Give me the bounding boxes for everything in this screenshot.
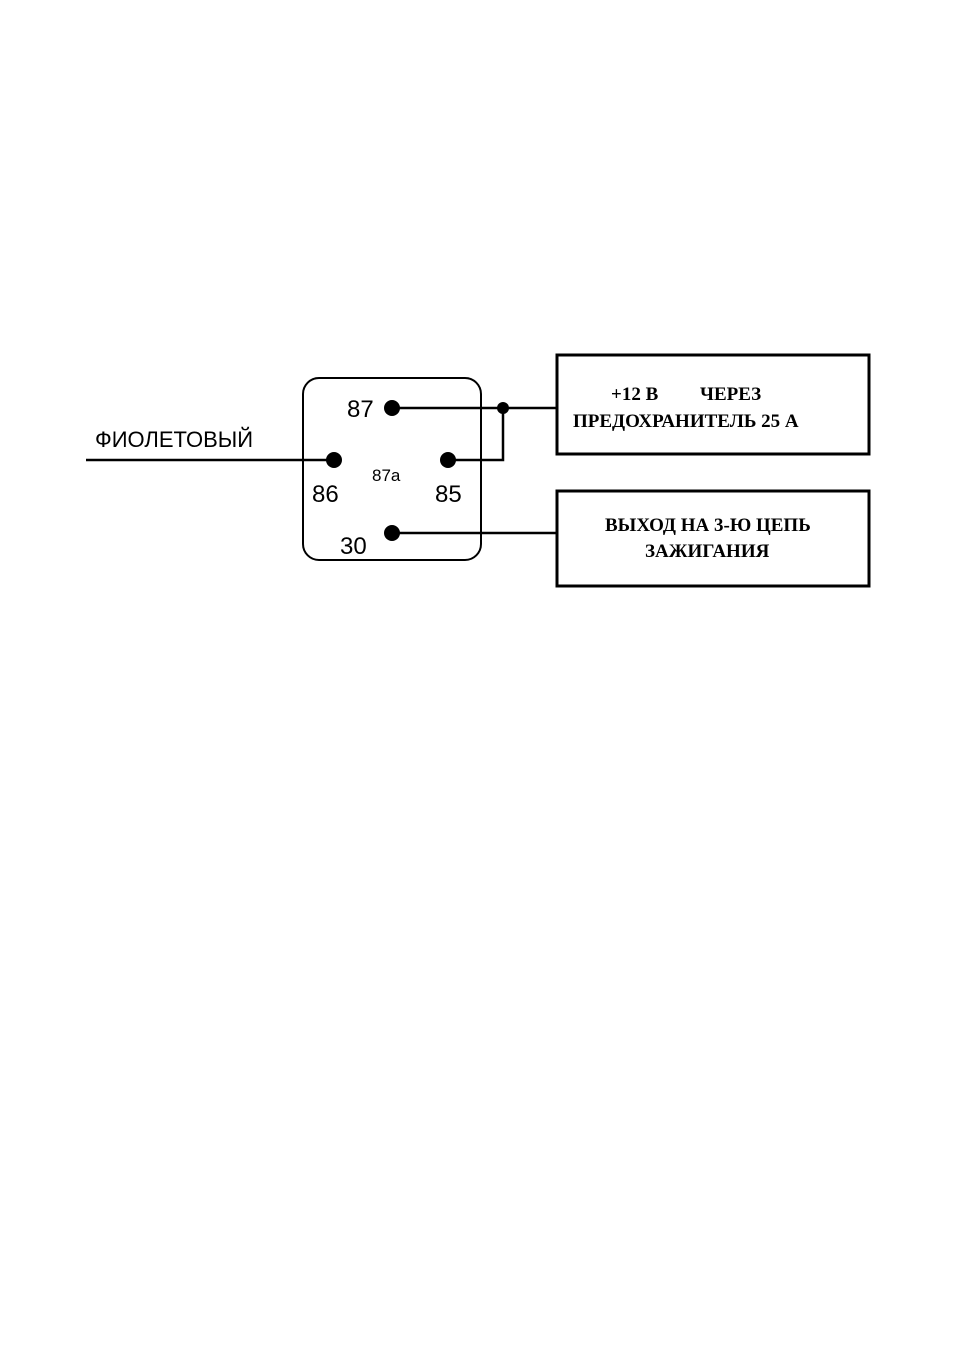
power-box-voltage: +12 В — [611, 384, 659, 405]
output-box-line2: ЗАЖИГАНИЯ — [645, 541, 770, 562]
jumper-85-to-87 — [448, 408, 503, 460]
pin-85-label: 85 — [435, 481, 462, 508]
pin-30-label: 30 — [340, 533, 367, 560]
pin-30-dot — [384, 525, 400, 541]
pin-87-dot — [384, 400, 400, 416]
power-box-via: ЧЕРЕЗ — [700, 384, 761, 405]
pin-85-dot — [440, 452, 456, 468]
pin-86-label: 86 — [312, 481, 339, 508]
pin-86-dot — [326, 452, 342, 468]
violet-wire-label: ФИОЛЕТОВЫЙ — [95, 427, 253, 452]
output-box — [557, 491, 869, 586]
power-box-fuse: ПРЕДОХРАНИТЕЛЬ 25 А — [573, 411, 799, 432]
pin-87-label: 87 — [347, 396, 374, 423]
pin-87a-label: 87a — [372, 466, 401, 485]
wire-junction-dot — [497, 402, 509, 414]
output-box-line1: ВЫХОД НА 3-Ю ЦЕПЬ — [605, 515, 811, 536]
